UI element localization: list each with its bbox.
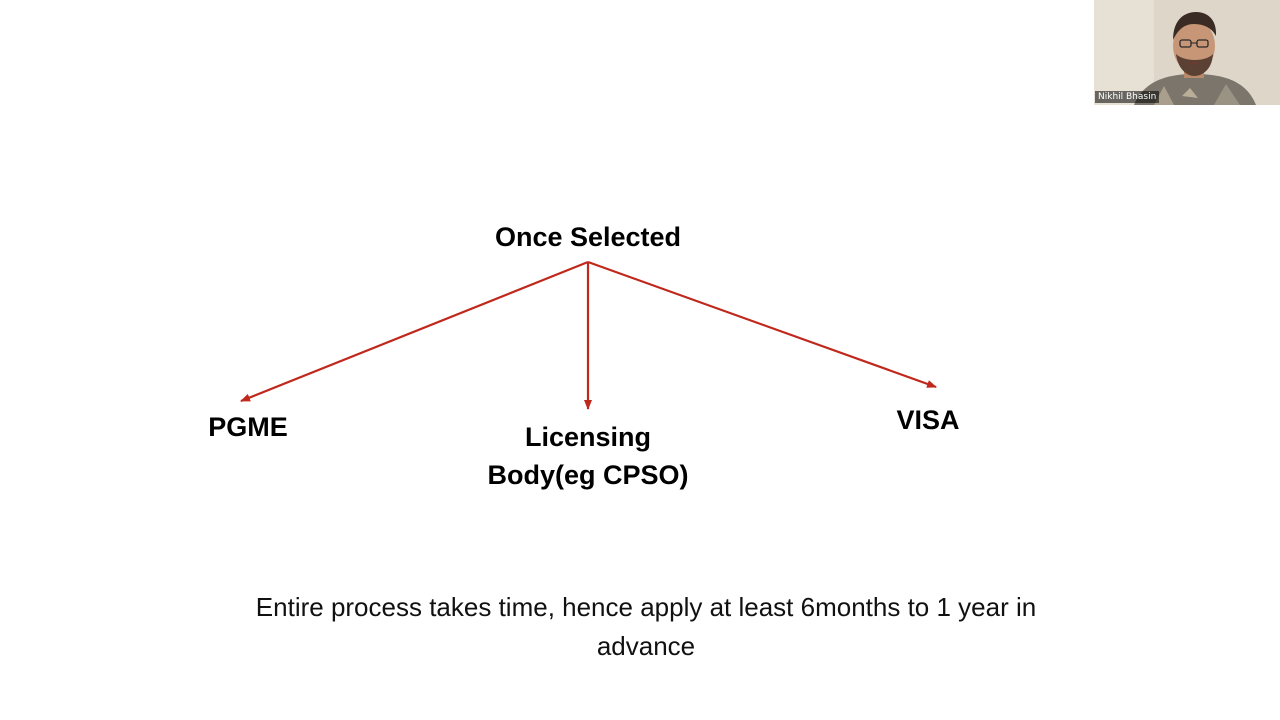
root-node-label: Once Selected [494,222,682,252]
process-note-line2: advance [596,631,696,661]
participant-name-tag: Nikhil Bhasin [1095,91,1160,103]
licensing-node: Licensing Body(eg CPSO) [468,418,708,494]
process-note-line1: Entire process takes time, hence apply a… [255,592,1037,622]
licensing-label-line1: Licensing [524,422,652,452]
pgme-node: PGME [188,408,308,446]
arrow-to-pgme [240,260,589,403]
licensing-label-line2: Body(eg CPSO) [487,460,689,490]
visa-node: VISA [868,401,988,439]
participant-video-feed [1094,0,1280,105]
arrow-to-visa [587,260,937,389]
pgme-label: PGME [208,412,288,442]
participant-video-tile[interactable]: Nikhil Bhasin [1094,0,1280,105]
process-note: Entire process takes time, hence apply a… [180,588,1112,666]
visa-label: VISA [896,405,960,435]
